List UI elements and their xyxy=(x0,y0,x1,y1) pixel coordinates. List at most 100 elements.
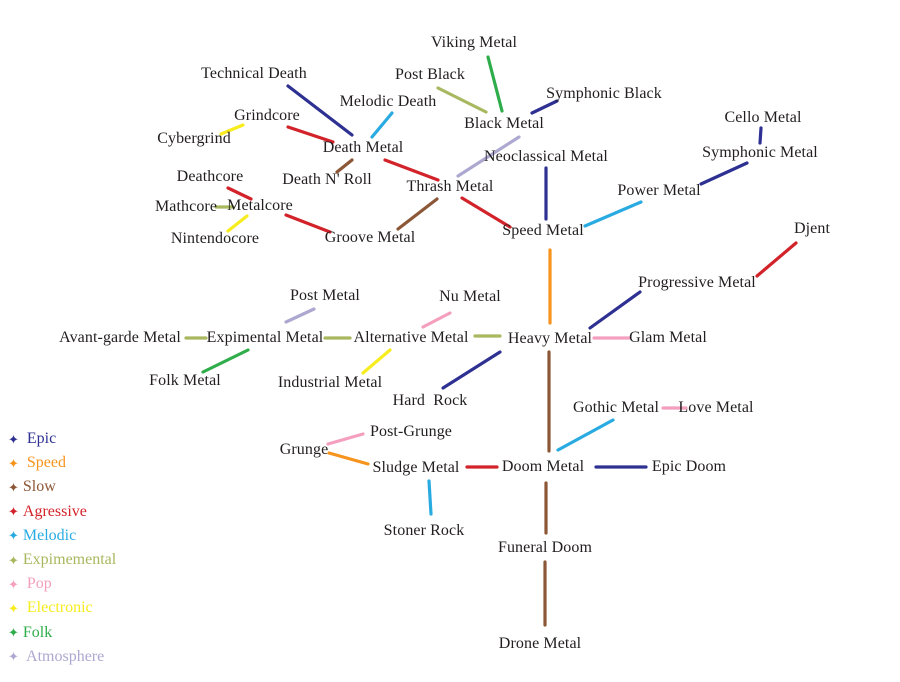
four-pointed-star-icon: ✦ xyxy=(8,552,19,568)
edge-heavy-metal-progressive-metal xyxy=(588,290,642,330)
edge-grindcore-cybergrind xyxy=(219,123,245,136)
edge-heavy-metal-hard-rock xyxy=(441,350,502,390)
node-folk-metal: Folk Metal xyxy=(149,372,221,389)
edge-metalcore-nintendocore xyxy=(226,214,249,233)
legend-label: Melodic xyxy=(22,526,77,544)
node-avant-garde-metal: Avant-garde Metal xyxy=(59,329,181,346)
four-pointed-star-icon: ✦ xyxy=(8,649,19,665)
node-deathcore: Deathcore xyxy=(176,168,244,185)
node-expimental-metal: Expimental Metal xyxy=(206,329,324,346)
node-power-metal: Power Metal xyxy=(617,182,701,199)
edge-grunge-sludge-metal xyxy=(327,451,370,466)
node-metalcore: Metalcore xyxy=(227,197,293,214)
edge-grunge-post-grunge xyxy=(326,432,365,446)
node-funeral-doom: Funeral Doom xyxy=(497,539,593,556)
legend-item-expimemental: ✦Expimemental xyxy=(8,548,116,572)
node-technical-death: Technical Death xyxy=(201,65,307,82)
legend-label: Folk xyxy=(22,623,53,641)
edge-sludge-metal-stoner-rock xyxy=(427,479,433,516)
edge-thrash-metal-speed-metal xyxy=(460,196,512,229)
legend: ✦ Epic✦ Speed✦Slow✦Agressive✦Melodic✦Exp… xyxy=(8,427,116,669)
edge-doom-metal-gothic-metal xyxy=(556,418,615,452)
legend-item-speed: ✦ Speed xyxy=(8,451,116,475)
node-post-metal: Post Metal xyxy=(290,287,360,304)
legend-item-electronic: ✦ Electronic xyxy=(8,596,116,620)
node-thrash-metal: Thrash Metal xyxy=(406,178,494,195)
four-pointed-star-icon: ✦ xyxy=(8,625,19,641)
node-symphonic-metal: Symphonic Metal xyxy=(702,144,818,161)
legend-item-pop: ✦ Pop xyxy=(8,572,116,596)
legend-item-epic: ✦ Epic xyxy=(8,427,116,451)
legend-label: Epic xyxy=(22,430,57,448)
four-pointed-star-icon: ✦ xyxy=(8,576,19,592)
node-sludge-metal: Sludge Metal xyxy=(372,459,460,476)
node-post-black: Post Black xyxy=(395,66,465,83)
node-gothic-metal: Gothic Metal xyxy=(572,399,660,416)
legend-label: Speed xyxy=(22,454,67,472)
edge-symphonic-metal-cello-metal xyxy=(758,126,763,145)
node-death-metal: Death Metal xyxy=(322,139,404,156)
node-nu-metal: Nu Metal xyxy=(439,288,501,305)
node-post-grunge: Post-Grunge xyxy=(370,423,452,440)
edge-deathcore-metalcore xyxy=(226,186,253,201)
legend-label: Agressive xyxy=(22,502,87,520)
edge-post-black-black-metal xyxy=(436,86,488,114)
node-viking-metal: Viking Metal xyxy=(430,34,518,51)
legend-item-atmosphere: ✦ Atmosphere xyxy=(8,645,116,669)
legend-label: Atmosphere xyxy=(22,647,105,665)
edge-black-metal-thrash-metal xyxy=(456,135,521,178)
four-pointed-star-icon: ✦ xyxy=(8,600,19,616)
legend-item-melodic: ✦Melodic xyxy=(8,524,116,548)
node-nintendocore: Nintendocore xyxy=(170,230,260,247)
node-alternative-metal: Alternative Metal xyxy=(353,329,469,346)
edge-melodic-death-death-metal xyxy=(370,111,394,139)
edge-power-metal-symphonic-metal xyxy=(699,161,749,186)
edge-speed-metal-power-metal xyxy=(583,200,643,228)
node-hard-rock: Hard Rock xyxy=(392,392,468,409)
node-doom-metal: Doom Metal xyxy=(501,458,585,475)
edge-alternative-metal-industrial-metal xyxy=(361,348,392,375)
node-glam-metal: Glam Metal xyxy=(629,329,707,346)
node-stoner-rock: Stoner Rock xyxy=(383,522,465,539)
node-mathcore: Mathcore xyxy=(154,198,218,215)
edge-symphonic-black-black-metal xyxy=(530,99,559,115)
four-pointed-star-icon: ✦ xyxy=(8,528,19,544)
four-pointed-star-icon: ✦ xyxy=(8,431,19,447)
node-love-metal: Love Metal xyxy=(678,399,754,416)
four-pointed-star-icon: ✦ xyxy=(8,455,19,471)
edge-expimental-metal-folk-metal xyxy=(201,348,250,374)
legend-item-agressive: ✦Agressive xyxy=(8,500,116,524)
node-epic-doom: Epic Doom xyxy=(651,458,727,475)
node-death-n-roll: Death N' Roll xyxy=(282,171,372,188)
four-pointed-star-icon: ✦ xyxy=(8,504,19,520)
edge-death-metal-thrash-metal xyxy=(383,158,440,182)
node-speed-metal: Speed Metal xyxy=(502,222,584,239)
edge-groove-metal-thrash-metal xyxy=(396,197,439,231)
node-cello-metal: Cello Metal xyxy=(724,109,802,126)
node-melodic-death: Melodic Death xyxy=(339,93,437,110)
edge-technical-death-death-metal xyxy=(286,84,354,137)
node-black-metal: Black Metal xyxy=(464,115,544,132)
node-cybergrind: Cybergrind xyxy=(157,130,231,147)
legend-label: Expimemental xyxy=(22,551,117,569)
legend-item-folk: ✦Folk xyxy=(8,621,116,645)
node-grindcore: Grindcore xyxy=(234,107,300,124)
node-heavy-metal: Heavy Metal xyxy=(507,330,593,347)
edge-metalcore-groove-metal xyxy=(284,213,332,234)
edge-grindcore-death-metal xyxy=(286,125,335,144)
node-groove-metal: Groove Metal xyxy=(324,229,416,246)
node-grunge: Grunge xyxy=(279,441,329,458)
legend-label: Pop xyxy=(22,575,52,593)
edge-death-metal-death-n-roll xyxy=(335,158,354,174)
node-djent: Djent xyxy=(793,220,831,237)
node-symphonic-black: Symphonic Black xyxy=(546,85,662,102)
node-progressive-metal: Progressive Metal xyxy=(638,274,756,291)
edge-nu-metal-alternative-metal xyxy=(421,311,452,329)
node-neoclassical-metal: Neoclassical Metal xyxy=(484,148,608,165)
node-industrial-metal: Industrial Metal xyxy=(277,374,383,391)
legend-label: Electronic xyxy=(22,599,93,617)
legend-item-slow: ✦Slow xyxy=(8,475,116,499)
